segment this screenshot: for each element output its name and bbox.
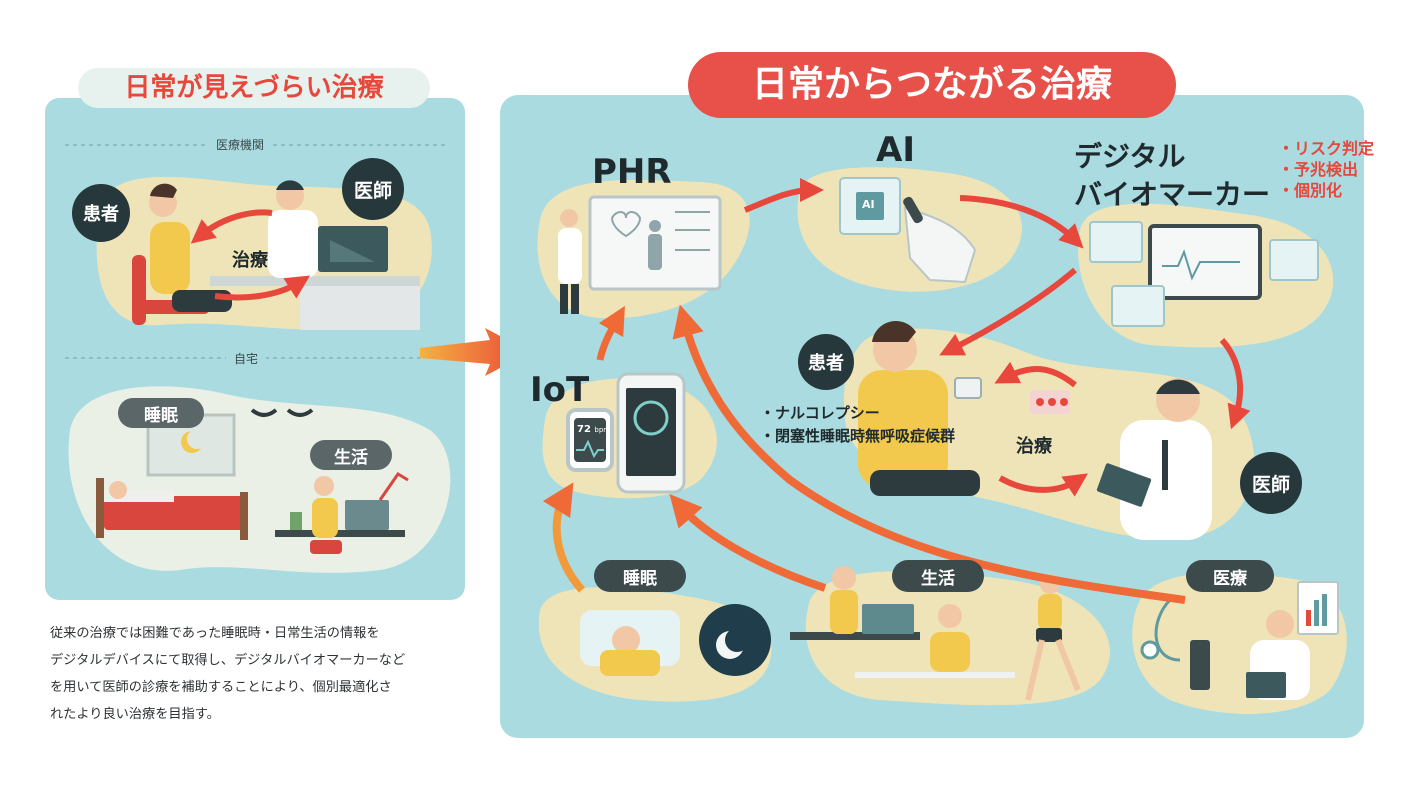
description-line: を用いて医師の診療を補助することにより、個別最適化さ: [50, 680, 392, 695]
dbm-label: デジタル バイオマーカー: [1074, 138, 1270, 214]
watch-reading-unit: bpm: [594, 426, 611, 434]
right-panel-title: 日常からつながる治療: [688, 52, 1176, 118]
left-doctor-badge: 医師: [342, 158, 404, 220]
sleep-pill: 睡眠: [594, 560, 686, 592]
dbm-label-line: バイオマーカー: [1074, 178, 1271, 211]
left-patient-badge: 患者: [72, 184, 130, 242]
arrow-patient-to-doctor: [998, 473, 1088, 497]
left-life-label: 生活: [310, 440, 392, 470]
condition-item: ・閉塞性睡眠時無呼吸症候群: [760, 427, 956, 445]
section-label-clinic: 医療機関: [208, 136, 273, 153]
arrow-life-to-iot: [669, 494, 827, 592]
arrow-ai-to-dbm: [959, 195, 1084, 249]
arrow-iot-to-phr: [596, 305, 625, 361]
left-sleep-label: 睡眠: [118, 398, 204, 428]
description-line: れたより良い治療を目指す。: [50, 707, 220, 722]
condition-item: ・ナルコレプシー: [760, 404, 880, 422]
watch-reading: 72 bpm: [577, 424, 610, 435]
description-line: 従来の治療では困難であった睡眠時・日常生活の情報を: [50, 626, 380, 641]
left-panel-title: 日常が見えづらい治療: [78, 68, 430, 108]
arrow-sleep-to-iot: [542, 482, 586, 593]
dbm-feature: ・リスク判定: [1278, 139, 1375, 158]
phr-label: PHR: [592, 152, 672, 192]
dbm-feature: ・予兆検出: [1278, 160, 1359, 179]
ai-chip-label: AI: [862, 198, 875, 211]
dbm-feature: ・個別化: [1278, 181, 1343, 200]
dbm-label-line: デジタル: [1074, 140, 1186, 173]
arrow-dbm-to-patient: [939, 267, 1077, 356]
right-treatment-label: 治療: [1016, 436, 1052, 457]
arrow-phr-to-ai: [743, 178, 824, 213]
description-text: 従来の治療では困難であった睡眠時・日常生活の情報を デジタルデバイスにて取得し、…: [50, 620, 460, 728]
arrow-doctor-to-patient: [994, 361, 1077, 388]
dbm-feature-list: ・リスク判定 ・予兆検出 ・個別化: [1278, 138, 1374, 201]
arrow-medical-to-phr: [672, 304, 1186, 604]
right-patient-badge: 患者: [798, 334, 854, 390]
left-treatment-label: 治療: [232, 250, 268, 271]
ai-label: AI: [876, 130, 915, 170]
watch-reading-value: 72: [577, 424, 591, 435]
medical-pill: 医療: [1186, 560, 1274, 592]
arrow-dbm-to-doctor: [1219, 337, 1251, 430]
iot-label: IoT: [530, 370, 590, 410]
condition-list: ・ナルコレプシー ・閉塞性睡眠時無呼吸症候群: [760, 402, 955, 448]
life-pill: 生活: [892, 560, 984, 592]
section-label-home: 自宅: [226, 350, 267, 367]
right-doctor-badge: 医師: [1240, 452, 1302, 514]
description-line: デジタルデバイスにて取得し、デジタルバイオマーカーなど: [50, 653, 406, 668]
